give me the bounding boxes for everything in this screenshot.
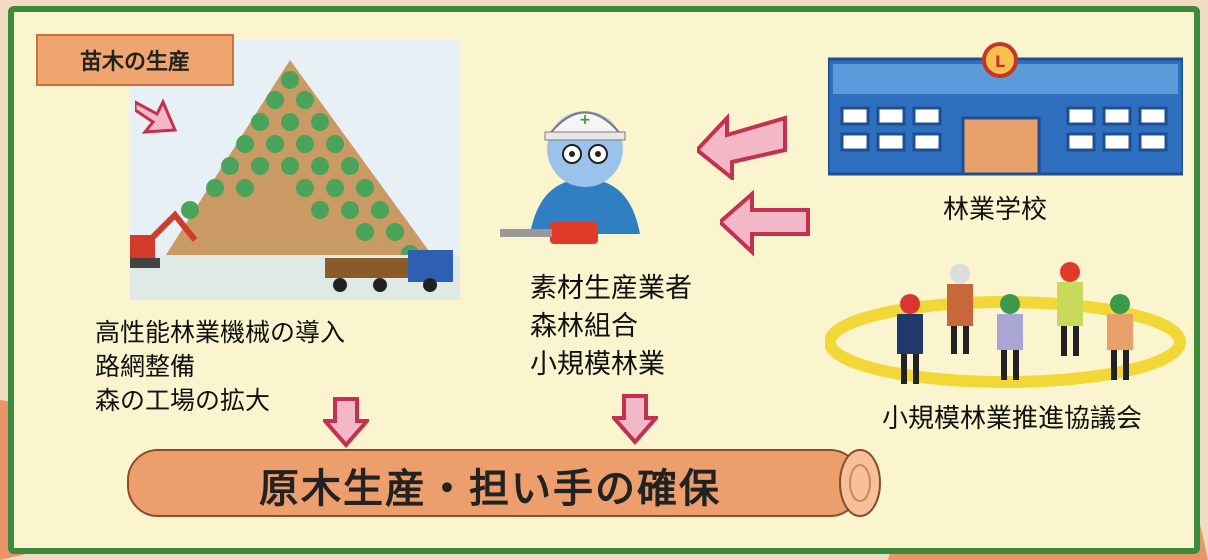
center-item: 小規模林業 — [530, 349, 665, 380]
school-building-icon: L — [828, 42, 1183, 176]
center-items-list: 素材生産業者 森林組合 小規模林業 — [530, 270, 692, 384]
council-label: 小規模林業推進協議会 — [882, 404, 1143, 434]
left-item: 高性能林業機械の導入 — [95, 318, 346, 347]
arrow-left-icon — [720, 190, 810, 257]
left-item: 路網整備 — [95, 352, 196, 381]
svg-text:L: L — [995, 52, 1005, 71]
svg-text:+: + — [579, 112, 591, 128]
forest-worker-illustration: + — [500, 111, 640, 244]
log-banner-shape — [127, 449, 881, 517]
excavator-icon — [130, 210, 198, 268]
down-arrow-icon — [612, 394, 658, 446]
banner-text: 原木生産・担い手の確保 — [259, 466, 721, 512]
down-arrow-icon — [323, 397, 369, 449]
center-item: 素材生産業者 — [530, 273, 692, 304]
council-people-illustration — [825, 262, 1186, 388]
log-truck-icon — [325, 250, 453, 292]
seedling-arrow-icon — [135, 98, 178, 134]
left-item: 森の工場の拡大 — [95, 386, 271, 415]
arrow-left-icon — [697, 112, 787, 180]
seedling-label: 苗木の生産 — [36, 34, 234, 86]
forest-scene-illustration — [130, 40, 460, 300]
left-items-list: 高性能林業機械の導入 路網整備 森の工場の拡大 — [95, 316, 345, 418]
center-item: 森林組合 — [530, 311, 638, 342]
school-label: 林業学校 — [943, 195, 1048, 225]
